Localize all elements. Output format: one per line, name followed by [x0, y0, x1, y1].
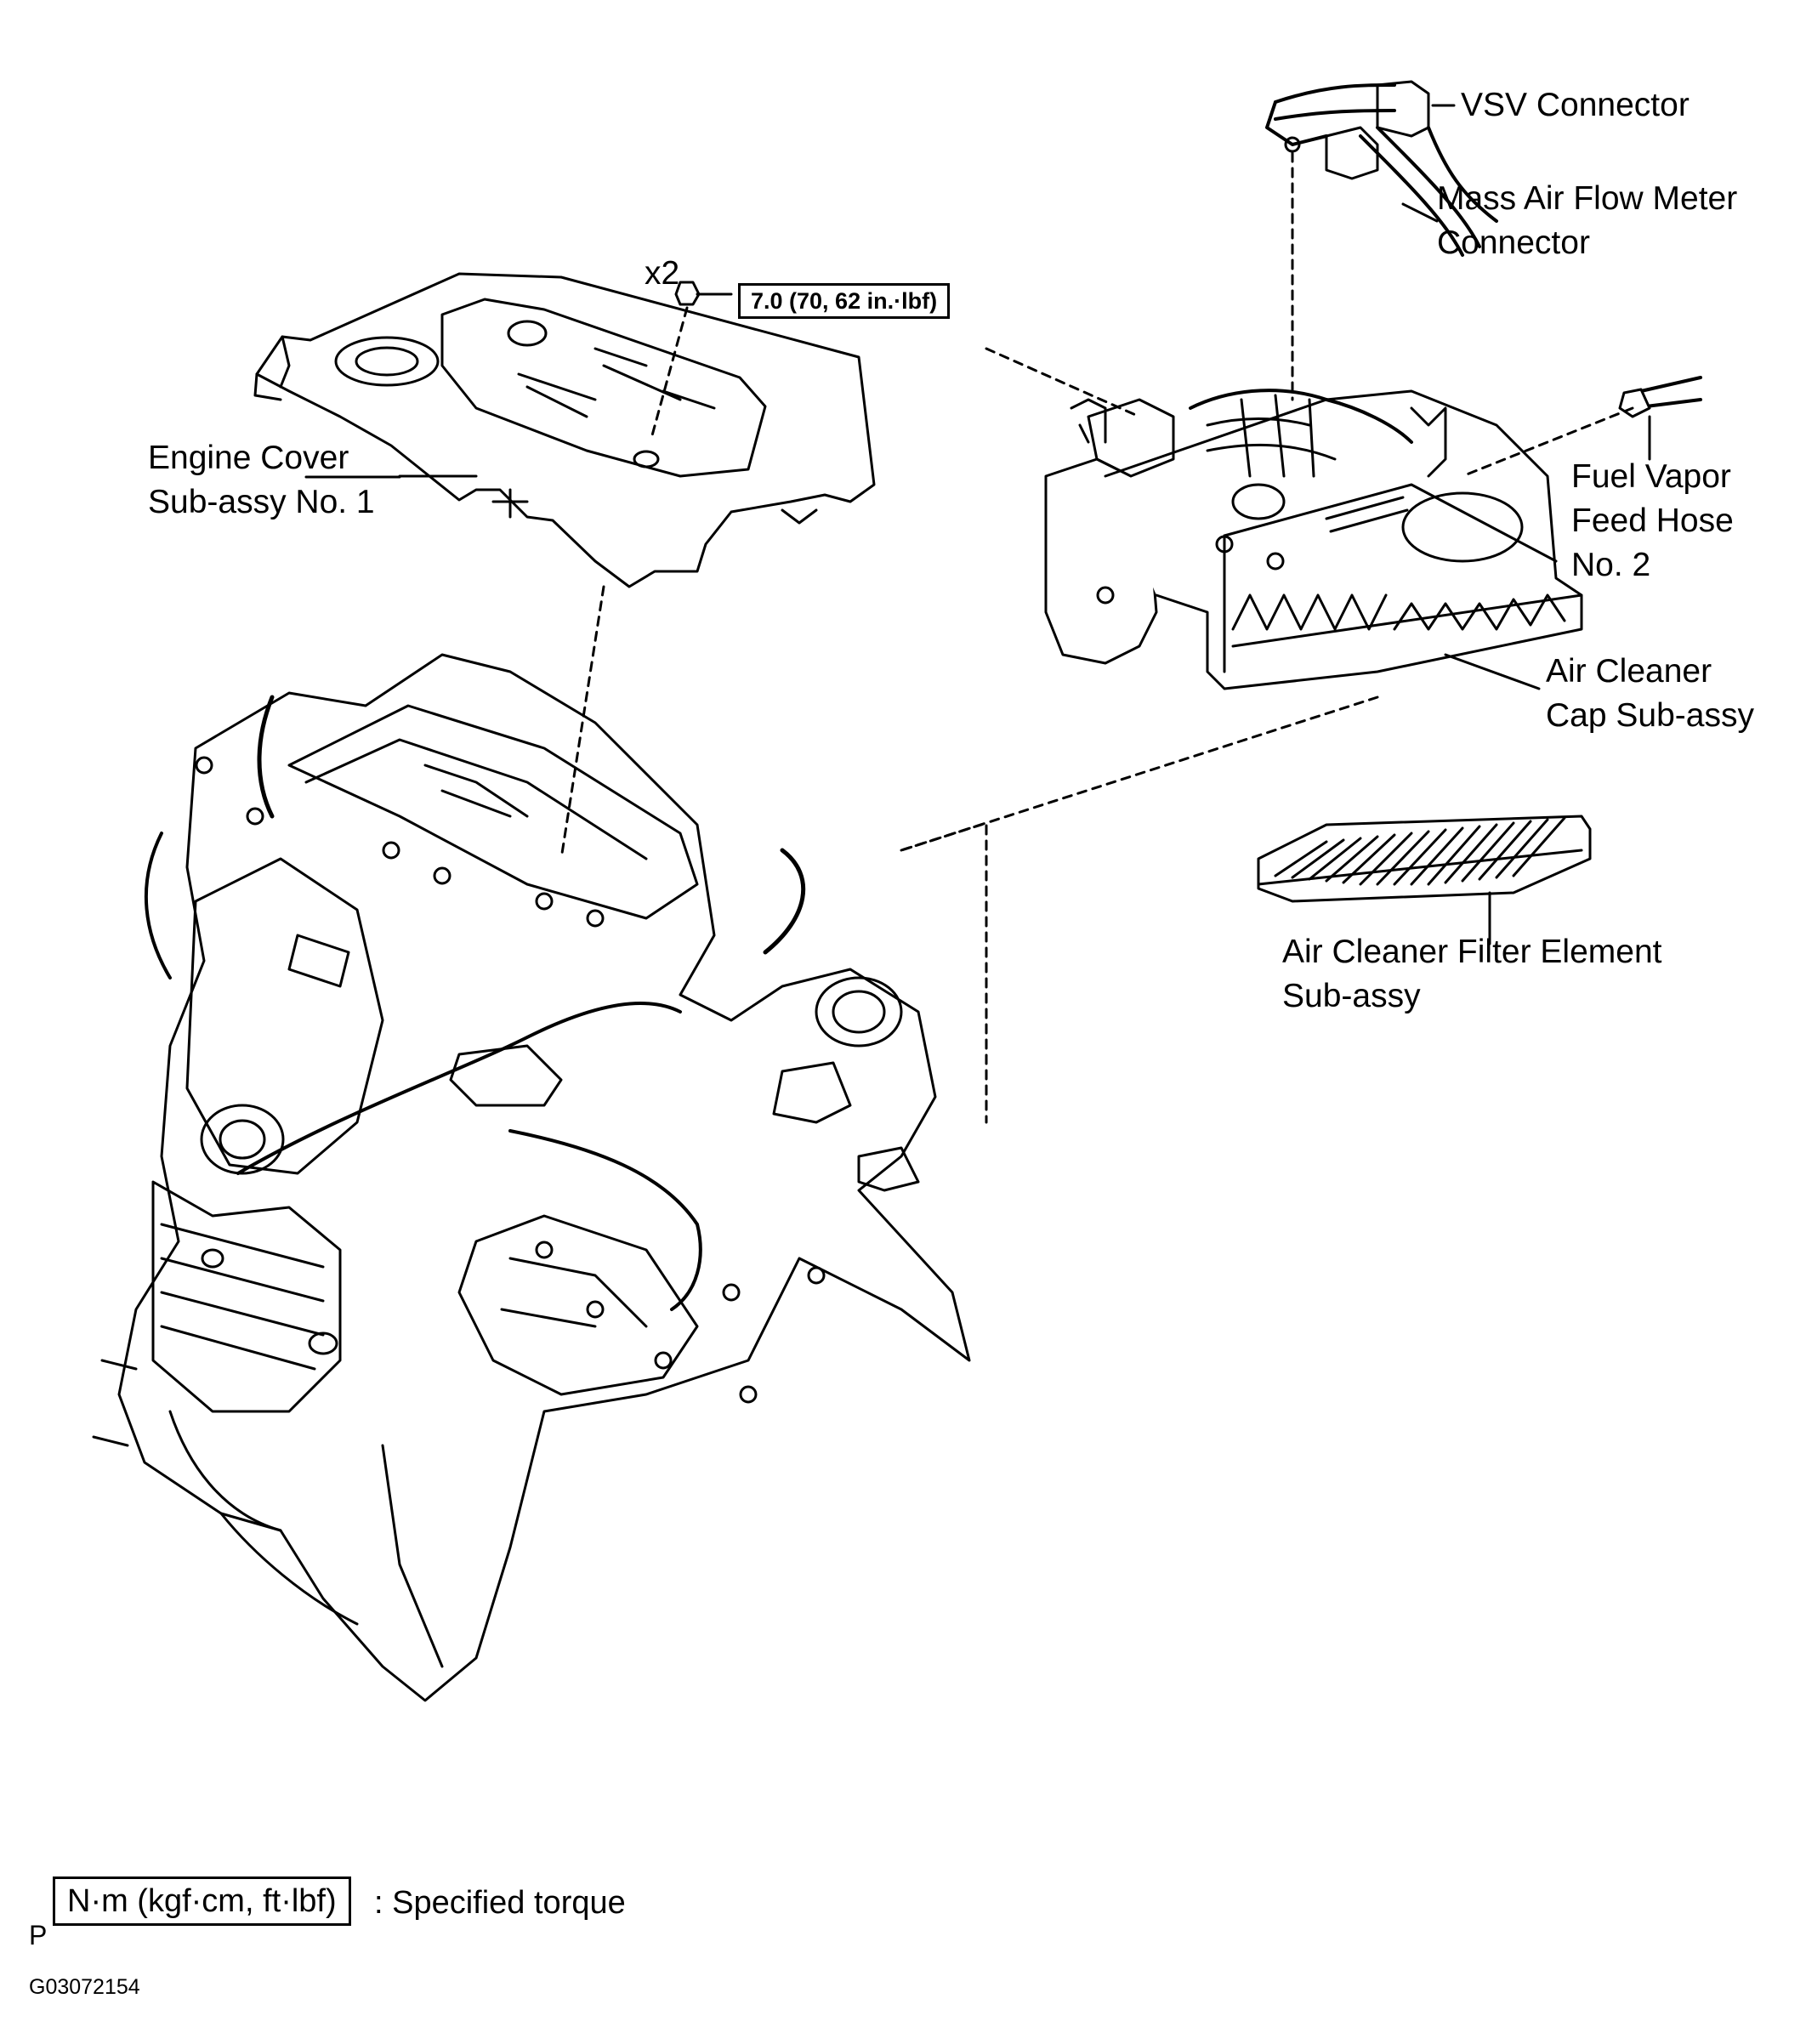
wire-harness-connectors [1265, 80, 1498, 401]
engine-cover-line1: Engine Cover [148, 440, 349, 476]
fuel-vapor-line1: Fuel Vapor [1571, 458, 1731, 495]
fuel-vapor-feed-hose [1461, 376, 1702, 478]
air-cleaner-cap-line1: Air Cleaner [1546, 653, 1712, 690]
page-marker: P [29, 1920, 48, 1950]
air-cleaner-cap-label: Air Cleaner Cap Sub-assy [1546, 650, 1754, 738]
torque-legend-description: : Specified torque [374, 1885, 626, 1921]
air-cleaner-cap [1044, 389, 1583, 690]
cover-nut-icon [650, 281, 701, 437]
torque-unit-box: N·m (kgf·cm, ft·lbf) [53, 1877, 351, 1926]
fuel-vapor-line3: No. 2 [1571, 547, 1651, 583]
fuel-vapor-feed-hose-label: Fuel Vapor Feed Hose No. 2 [1571, 455, 1734, 588]
engine-assembly [92, 653, 971, 1702]
figure-code: G03072154 [29, 1975, 140, 1999]
filter-element-label: Air Cleaner Filter Element Sub-assy [1282, 930, 1661, 1019]
multiplier-label: x2 [645, 255, 680, 292]
air-cleaner-cap-line2: Cap Sub-assy [1546, 697, 1754, 734]
fuel-vapor-line2: Feed Hose [1571, 502, 1734, 539]
mass-air-flow-line1: Mass Air Flow Meter [1437, 180, 1738, 217]
air-cleaner-filter-element [1257, 815, 1592, 903]
engine-cover [253, 272, 876, 588]
engine-cover-label: Engine Cover Sub-assy No. 1 [148, 436, 375, 525]
torque-spec-box: 7.0 (70, 62 in.·lbf) [738, 283, 951, 319]
engine-cover-line2: Sub-assy No. 1 [148, 484, 375, 520]
mass-air-flow-line2: Connector [1437, 224, 1590, 261]
filter-element-line1: Air Cleaner Filter Element [1282, 934, 1662, 970]
filter-element-line2: Sub-assy [1282, 978, 1421, 1014]
mass-air-flow-meter-connector-label: Mass Air Flow Meter Connector [1437, 177, 1737, 265]
vsv-connector-label: VSV Connector [1461, 87, 1690, 123]
